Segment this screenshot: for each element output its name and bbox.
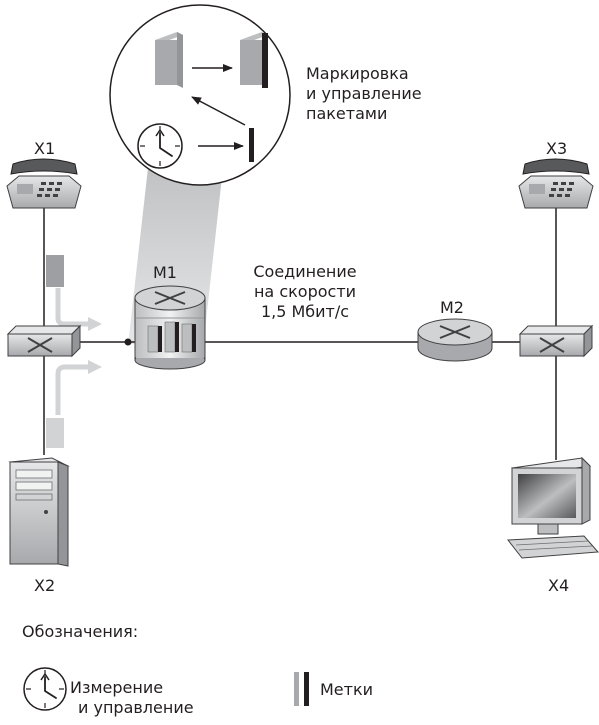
link-speed-label: Соединение на скорости 1,5 Мбит/с: [230, 262, 380, 322]
callout-label-line3: пакетами: [306, 104, 388, 123]
computer-monitor-icon: [507, 456, 599, 559]
callout-bubble: [109, 4, 291, 186]
link-label-line2: на скорости: [253, 282, 357, 301]
link-junction-dot: [124, 338, 132, 346]
callout-mark-bar: [249, 128, 254, 162]
packet-flow-lower: [46, 360, 102, 448]
legend-marks-label: Метки: [320, 680, 374, 699]
switch-icon: [518, 324, 594, 358]
callout-label-line1: Маркировка: [306, 64, 409, 83]
server-tower-icon: [8, 457, 70, 567]
router-m2-icon: [417, 318, 493, 362]
phone-icon: [6, 158, 82, 209]
router-label-m2: M2: [440, 298, 464, 317]
clock-icon: [23, 667, 67, 711]
switch-icon: [6, 324, 82, 358]
feedback-arrow: [191, 96, 246, 126]
router-label-m1: M1: [153, 263, 177, 282]
phone-icon: [518, 158, 594, 209]
unmarked-packet-icon: [155, 32, 183, 88]
legend-meter-label: Измерение и управление: [70, 678, 194, 718]
callout-clock-icon: [137, 123, 183, 169]
router-m1-icon: [134, 285, 206, 370]
legend-title: Обозначения:: [22, 622, 139, 641]
node-label-x2: X2: [34, 576, 56, 595]
callout-label-line2: и управление: [306, 84, 422, 103]
marked-packet-icon: [240, 32, 268, 88]
mark-bars-icon: [294, 672, 309, 706]
node-label-x3: X3: [546, 139, 568, 158]
link-label-line1: Соединение: [253, 262, 357, 281]
callout-label: Маркировка и управление пакетами: [306, 64, 422, 124]
legend-meter-line2: и управление: [78, 698, 194, 717]
node-label-x1: X1: [34, 139, 56, 158]
queued-packets: [147, 321, 196, 353]
packet-flow-upper: [46, 255, 102, 331]
link-label-line3: 1,5 Мбит/с: [260, 302, 350, 321]
node-label-x4: X4: [548, 576, 570, 595]
legend-meter-line1: Измерение: [70, 678, 164, 697]
